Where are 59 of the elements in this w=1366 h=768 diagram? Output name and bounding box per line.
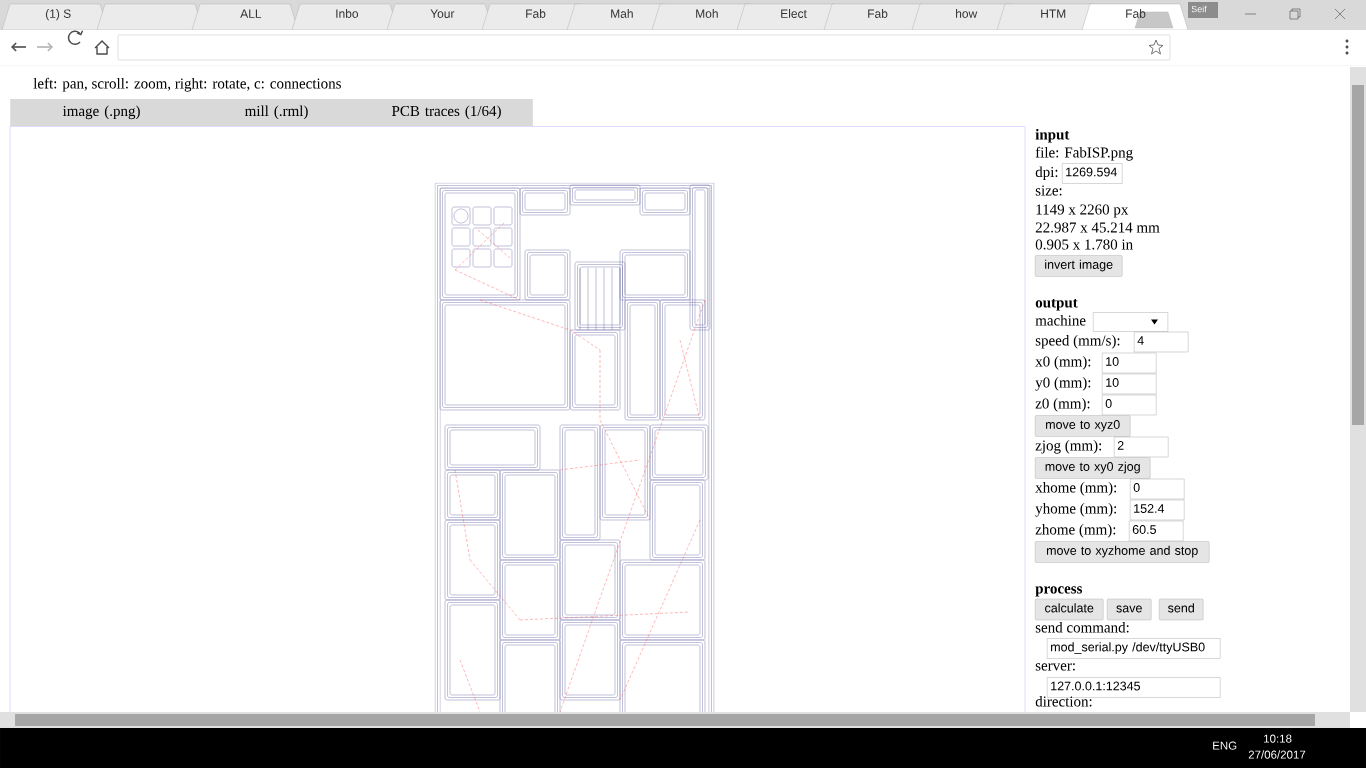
field-label: direction:: [1035, 696, 1092, 707]
instruction-text: left: pan, scroll: zoom, right: rotate, c: connections: [33, 77, 341, 92]
field-label: xhome (mm):: [1035, 482, 1117, 496]
view-tab: PCB traces (1/64): [360, 99, 533, 126]
send-button: send: [1159, 598, 1204, 621]
section-heading: output: [1035, 298, 1078, 311]
view-tab: mill (.rml): [190, 99, 363, 126]
input-field: 1269.594: [1062, 163, 1123, 184]
field-label: speed (mm/s):: [1035, 335, 1120, 349]
field-label: size:: [1035, 185, 1062, 196]
node-label: PCB traces (1/64): [391, 105, 501, 120]
tab-title: Your: [430, 9, 455, 18]
user-name: Seif: [1191, 5, 1207, 13]
tab-title: Fab: [1126, 9, 1146, 18]
field-label: z0 (mm):: [1035, 398, 1090, 412]
tab-title: Inbo: [336, 9, 359, 18]
section-heading: input: [1035, 129, 1070, 143]
node-label: image (.png): [62, 105, 140, 120]
clock-time: 10:18: [1264, 734, 1292, 743]
input-field: 2: [1114, 436, 1169, 458]
input-field: 0: [1130, 478, 1185, 500]
section-heading: process: [1035, 586, 1083, 597]
tab-title: Moh: [696, 9, 718, 18]
field-label: yhome (mm):: [1035, 503, 1117, 517]
node-label: mill (.rml): [244, 105, 308, 120]
field-label: server:: [1035, 663, 1075, 671]
tab-title: (1) S: [45, 9, 71, 21]
save-button: save: [1107, 598, 1152, 621]
input-field: 0: [1102, 394, 1157, 416]
invert-button: invert image: [1035, 255, 1123, 277]
language-indicator: ENG: [1213, 741, 1237, 750]
clock-date: 27/06/2017: [1248, 750, 1306, 759]
move-button: move to xy0 zjog: [1035, 457, 1151, 479]
field-label: zjog (mm):: [1035, 440, 1102, 454]
command-field: mod_serial.py /dev/ttyUSB0: [1047, 638, 1221, 659]
size-text: 1149 x 2260 px: [1036, 204, 1129, 218]
tab-title: how: [956, 9, 978, 18]
field-label: x0 (mm):: [1035, 356, 1091, 370]
size-text: 22.987 x 45.214 mm: [1035, 222, 1160, 233]
input-field: 4: [1134, 331, 1189, 353]
tab-title: Mah: [611, 9, 633, 18]
input-field: 60.5: [1129, 520, 1184, 542]
field-label: machine: [1035, 315, 1086, 326]
input-field: 10: [1102, 352, 1157, 374]
field-label: zhome (mm):: [1035, 524, 1116, 538]
calculate-button: calculate: [1035, 598, 1104, 621]
tab-title: Fab: [868, 9, 888, 18]
move-button: move to xyzhome and stop: [1035, 541, 1210, 563]
move-button: move to xyz0: [1035, 415, 1131, 437]
tab-title: Fab: [526, 9, 546, 18]
tab-title: ALL: [240, 9, 262, 18]
field-label: y0 (mm):: [1035, 377, 1091, 391]
dropdown-select: [1093, 312, 1169, 332]
tab-title: Elect: [781, 9, 807, 18]
tab-title: HTM: [1041, 9, 1066, 18]
view-tab: image (.png): [10, 99, 193, 126]
input-field: 152.4: [1130, 499, 1185, 521]
input-field: 10: [1102, 373, 1157, 395]
field-label: send command:: [1035, 622, 1129, 633]
